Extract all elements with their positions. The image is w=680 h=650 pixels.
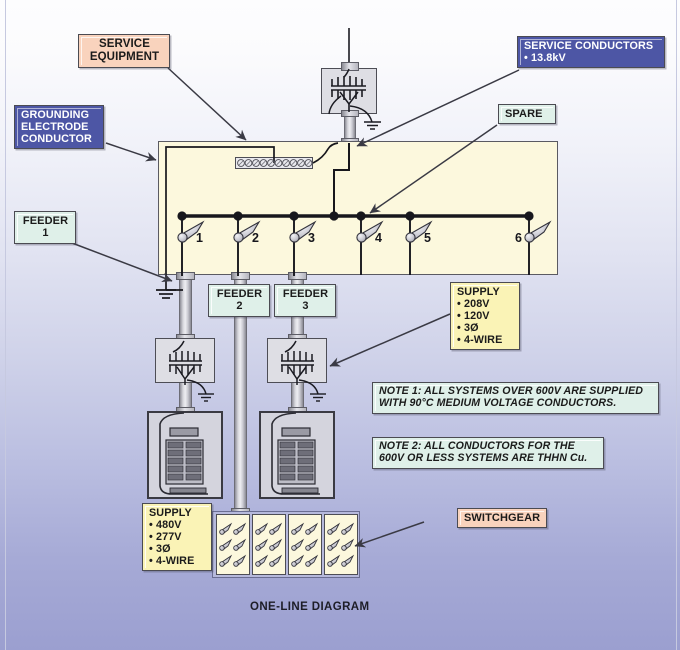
panelboard-2-internals bbox=[271, 412, 320, 495]
breaker-number-5: 5 bbox=[424, 231, 431, 245]
step-down-transformer-1-symbol bbox=[169, 340, 207, 395]
callout-feeder-2[interactable]: FEEDER 2 bbox=[208, 284, 270, 317]
feeder-1-coupling-top bbox=[176, 272, 195, 280]
callout-service-conductors[interactable]: SERVICE CONDUCTORS 13.8kV bbox=[517, 36, 665, 69]
breaker-drop-1 bbox=[177, 216, 205, 276]
callout-service-equipment[interactable]: SERVICE EQUIPMENT bbox=[78, 34, 170, 68]
service-conductor-run bbox=[333, 143, 350, 216]
feeder-2-line-2: 2 bbox=[236, 300, 243, 313]
feeder-2-conduit bbox=[234, 276, 247, 512]
breaker-number-4: 4 bbox=[375, 231, 382, 245]
supply-208-item-2: 3Ø bbox=[457, 322, 514, 334]
switchboard-breakers bbox=[177, 216, 552, 276]
feeder-2-coupling-top bbox=[231, 272, 250, 280]
supply-480-item-2: 3Ø bbox=[149, 543, 206, 555]
leader-service-conductors bbox=[356, 69, 520, 147]
leader-service-equipment bbox=[167, 67, 247, 141]
feeder-1-line-2: 1 bbox=[42, 227, 49, 240]
note-1-line-1: NOTE 1: ALL SYSTEMS OVER 600V ARE SUPPLI… bbox=[379, 385, 643, 397]
breaker-number-3: 3 bbox=[308, 231, 315, 245]
left-border-rule bbox=[5, 0, 6, 650]
note-2: NOTE 2: ALL CONDUCTORS FOR THE 600V OR L… bbox=[372, 437, 604, 469]
service-equipment-line-2: EQUIPMENT bbox=[89, 50, 160, 63]
supply-208-list: 208V 120V 3Ø 4-WIRE bbox=[457, 298, 514, 346]
supply-480-title: SUPPLY bbox=[149, 507, 192, 519]
breaker-drop-2 bbox=[233, 216, 261, 276]
callout-spare[interactable]: SPARE bbox=[498, 104, 556, 125]
gec-line-1: GROUNDING bbox=[21, 109, 90, 121]
feeder-3-line-1: FEEDER bbox=[282, 288, 329, 300]
service-transformer-symbol bbox=[328, 28, 373, 123]
supply-480-list: 480V 277V 3Ø 4-WIRE bbox=[149, 519, 206, 567]
callout-leaders bbox=[71, 67, 520, 548]
diagram-title: ONE-LINE DIAGRAM bbox=[250, 601, 370, 613]
note-2-line-2: 600V OR LESS SYSTEMS ARE THHN Cu. bbox=[379, 451, 588, 464]
breaker-drop-3 bbox=[289, 216, 317, 276]
note-1-line-2: WITH 90°C MEDIUM VOLTAGE CONDUCTORS. bbox=[379, 396, 617, 409]
leader-grounding-electrode bbox=[105, 142, 157, 162]
grounding-electrode-symbol bbox=[156, 289, 183, 299]
feeder-1-line-1: FEEDER bbox=[22, 215, 69, 227]
gec-line-2: ELECTRODE bbox=[21, 121, 89, 134]
switchgear-label: SWITCHGEAR bbox=[464, 512, 541, 524]
supply-208-title: SUPPLY bbox=[457, 286, 500, 298]
service-riser-coupling-top bbox=[341, 110, 359, 117]
gec-line-3: CONDUCTOR bbox=[21, 133, 92, 146]
right-border-rule bbox=[676, 0, 677, 650]
supply-480-item-0: 480V bbox=[149, 519, 206, 531]
service-conductors-list: 13.8kV bbox=[524, 52, 659, 64]
supply-208-item-3: 4-WIRE bbox=[457, 334, 514, 346]
feeder-1-conduit bbox=[179, 276, 192, 338]
breaker-drop-4 bbox=[356, 216, 384, 275]
transformer-1-secondary-conduit bbox=[179, 383, 192, 411]
panelboard-1-internals bbox=[159, 412, 208, 495]
feeder-2-line-1: FEEDER bbox=[216, 288, 263, 300]
breaker-drop-5 bbox=[405, 216, 433, 275]
transformer-1-ground bbox=[198, 393, 214, 402]
service-conductors-title: SERVICE CONDUCTORS bbox=[524, 40, 654, 52]
switchgear-breaker-symbols bbox=[219, 522, 355, 567]
breaker-drop-6 bbox=[524, 216, 552, 275]
callout-supply-208[interactable]: SUPPLY 208V 120V 3Ø 4-WIRE bbox=[450, 282, 520, 351]
feeder-3-coupling-top bbox=[288, 272, 307, 280]
supply-480-item-3: 4-WIRE bbox=[149, 555, 206, 567]
terminal-block-lugs bbox=[237, 159, 313, 167]
leader-feeder-1 bbox=[71, 242, 173, 283]
service-equipment-line-1: SERVICE bbox=[99, 38, 150, 50]
service-transformer-bushing bbox=[341, 62, 359, 71]
breaker-number-2: 2 bbox=[252, 231, 259, 245]
supply-208-item-1: 120V bbox=[457, 310, 514, 322]
service-equipment-switchboard bbox=[158, 141, 558, 275]
feeder-3-line-2: 3 bbox=[302, 300, 309, 313]
callout-feeder-3[interactable]: FEEDER 3 bbox=[274, 284, 336, 317]
breaker-number-6: 6 bbox=[515, 231, 522, 245]
note-2-line-1: NOTE 2: ALL CONDUCTORS FOR THE bbox=[379, 440, 575, 452]
leader-switchgear bbox=[354, 521, 425, 548]
callout-grounding-electrode-conductor[interactable]: GROUNDING ELECTRODE CONDUCTOR bbox=[14, 105, 104, 150]
spare-label: SPARE bbox=[505, 108, 543, 120]
step-down-transformer-2-symbol bbox=[281, 340, 319, 395]
service-riser-conduit bbox=[344, 112, 356, 142]
transformer-2-ground bbox=[310, 393, 326, 402]
supply-480-item-1: 277V bbox=[149, 531, 206, 543]
transformer-2-secondary-conduit bbox=[291, 383, 304, 411]
service-transformer-ground bbox=[364, 121, 381, 130]
callout-supply-480[interactable]: SUPPLY 480V 277V 3Ø 4-WIRE bbox=[142, 503, 212, 572]
leader-supply-208 bbox=[329, 313, 451, 367]
leader-spare bbox=[369, 124, 498, 214]
note-1: NOTE 1: ALL SYSTEMS OVER 600V ARE SUPPLI… bbox=[372, 382, 659, 414]
callout-feeder-1[interactable]: FEEDER 1 bbox=[14, 211, 76, 244]
breaker-number-1: 1 bbox=[196, 231, 203, 245]
service-conductors-item-0: 13.8kV bbox=[524, 52, 659, 64]
callout-switchgear[interactable]: SWITCHGEAR bbox=[457, 508, 547, 529]
supply-208-item-0: 208V bbox=[457, 298, 514, 310]
